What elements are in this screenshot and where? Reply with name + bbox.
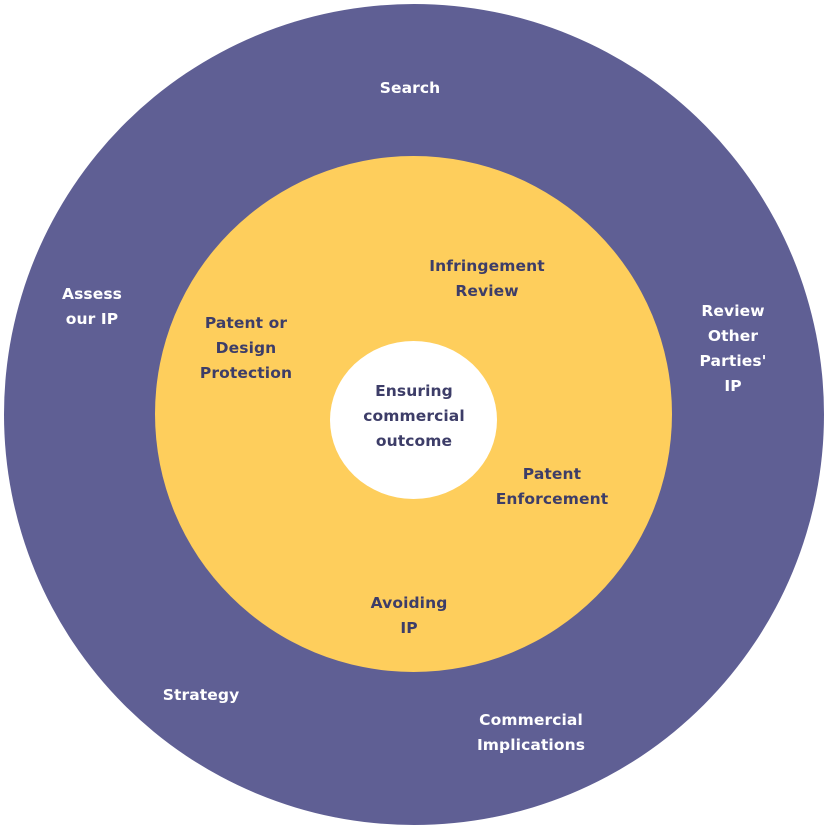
center-label: Ensuring commercial outcome <box>363 382 465 450</box>
middle-label-patent-enforcement: Patent Enforcement <box>495 465 609 508</box>
outer-label-commercial-implications: Commercial Implications <box>476 711 586 754</box>
middle-label-infringement-review: Infringement Review <box>429 257 545 300</box>
center-circle <box>330 341 497 499</box>
outer-label-assess-our-ip: Assess our IP <box>61 285 123 328</box>
outer-label-strategy: Strategy <box>162 686 240 704</box>
middle-label-avoiding-ip: Avoiding IP <box>370 594 448 637</box>
middle-label-patent-or-design-protection: Patent or Design Protection <box>199 314 293 382</box>
outer-label-review-other-parties-ip: Review Other Parties' IP <box>699 302 767 395</box>
outer-label-search: Search <box>379 79 441 97</box>
